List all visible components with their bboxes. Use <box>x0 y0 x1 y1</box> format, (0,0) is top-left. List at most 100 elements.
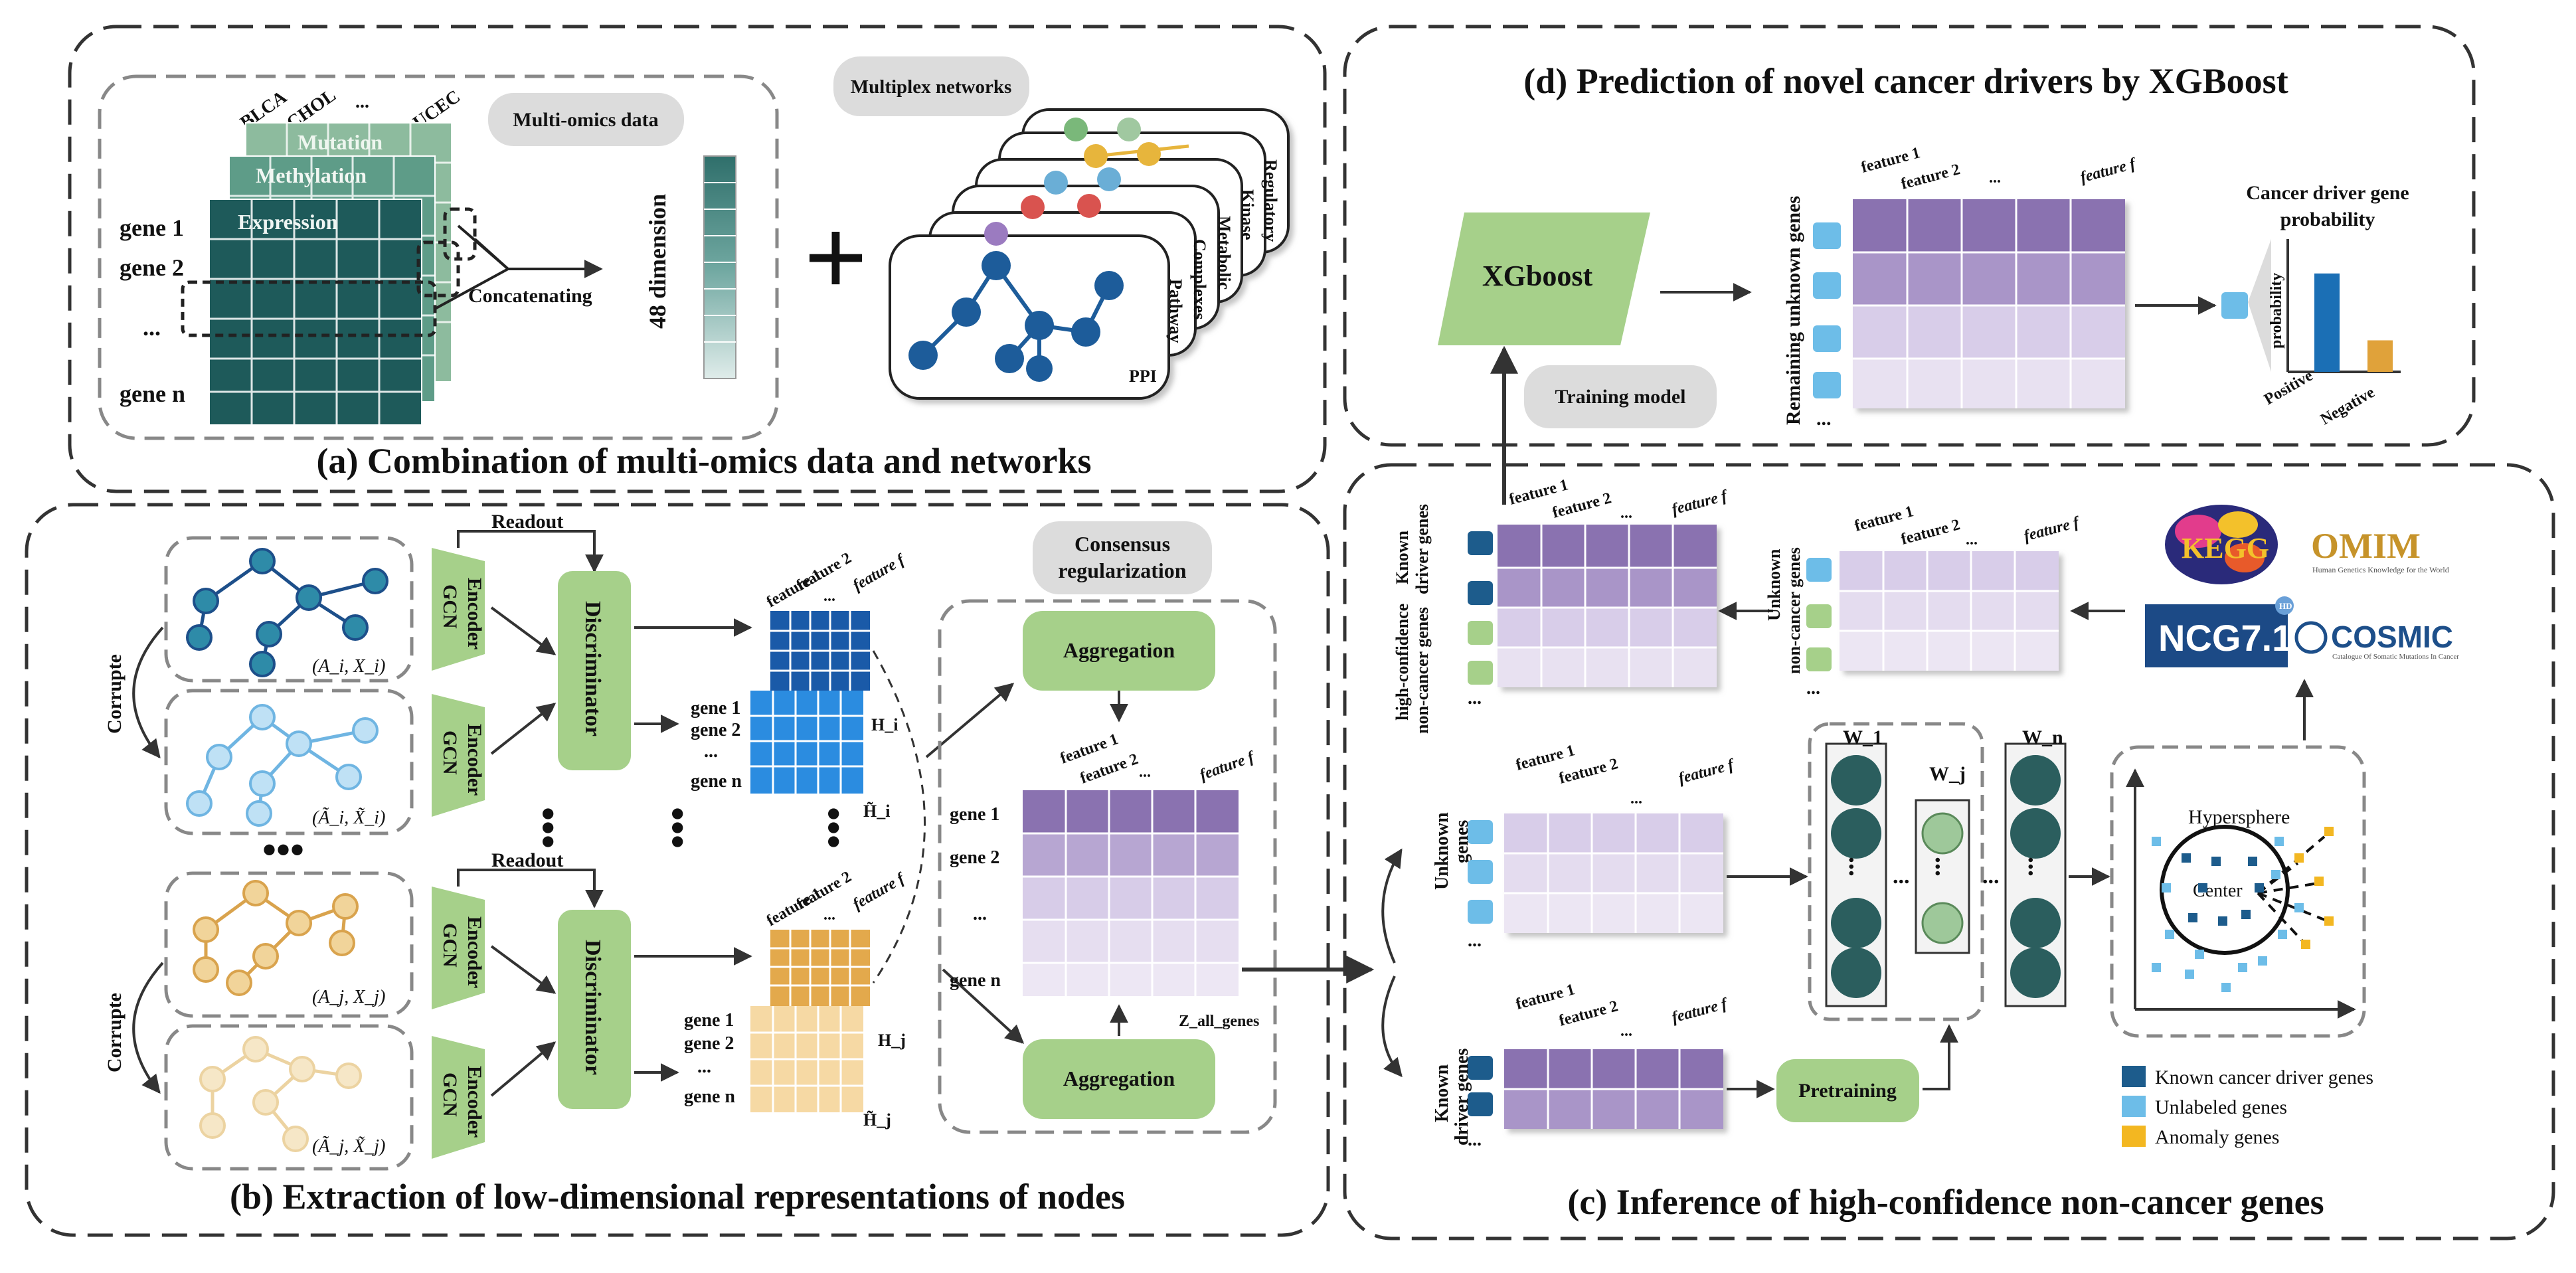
xgboost-label: XGboost <box>1482 260 1593 292</box>
feature-label: feature 2 <box>1899 161 1962 193</box>
feature-label: ... <box>1620 1023 1632 1040</box>
feature-label: feature f <box>850 869 908 913</box>
gene-label: ... <box>973 904 987 924</box>
gene-label: gene 2 <box>684 1033 734 1054</box>
row-group-label: high-confidence <box>1393 604 1412 721</box>
svg-text:HD: HD <box>2279 601 2292 611</box>
gcn-label: GCN <box>439 730 461 775</box>
hi-grid <box>770 611 870 691</box>
graph-box-j <box>164 871 414 1018</box>
multiplex-label: Multiplex networks <box>851 76 1011 98</box>
unknown-noncancer-matrix <box>1840 551 2059 671</box>
row-group-label: Known <box>1393 531 1412 584</box>
legend-label: Unlabeled genes <box>2155 1096 2287 1118</box>
feature-label: feature f <box>2079 155 2138 187</box>
svg-text:KEGG: KEGG <box>2182 532 2269 564</box>
ellipsis: ... <box>1982 864 2000 889</box>
panel-d-title: (d) Prediction of novel cancer drivers b… <box>1523 61 2288 101</box>
aggregation-box <box>1023 611 1215 691</box>
graph-box-i-corrupt <box>164 689 414 835</box>
feature-label: ... <box>823 588 835 605</box>
row-group-label: Unknown <box>1764 549 1784 621</box>
ellipsis-dots: ••• <box>262 828 304 872</box>
feature-label: feature 1 <box>1514 981 1577 1013</box>
feature-label: feature 2 <box>1557 997 1620 1030</box>
panel-b-border <box>25 503 1330 1237</box>
plus-sign: + <box>804 195 868 320</box>
row-markers <box>1806 558 1832 671</box>
feature-label: ... <box>1989 169 2001 187</box>
corrupte-label: Corrupte <box>104 993 126 1072</box>
multiomics-inner-box <box>98 74 779 440</box>
feature-label: ... <box>1620 505 1632 522</box>
gene-label: gene n <box>950 970 1001 991</box>
feature-label: feature f <box>1197 748 1257 784</box>
gene-label: gene n <box>691 771 742 792</box>
row-group-label: Known <box>1432 1064 1452 1122</box>
consensus-label: Consensus <box>1074 532 1170 556</box>
hj-label: H_j <box>878 1031 906 1050</box>
wn-label: W_n <box>2022 726 2063 748</box>
prob-gene-marker <box>2221 292 2248 319</box>
cosmic-logo: COSMIC Catalogue Of Somatic Mutations In… <box>2294 620 2459 661</box>
gene-label: ... <box>704 741 718 762</box>
known-points <box>2182 853 2264 926</box>
encoder-label: Encoder <box>464 578 485 649</box>
row-group-label: non-cancer genes <box>1413 607 1432 734</box>
known-driver-matrix <box>1504 1049 1723 1129</box>
encoder-label: Encoder <box>464 724 485 796</box>
z-grid <box>1023 790 1239 996</box>
gene-label: ... <box>697 1057 711 1077</box>
unknown-genes-matrix <box>1504 813 1723 933</box>
network-label: PPI <box>1129 367 1157 386</box>
ellipsis: ... <box>1468 1130 1482 1150</box>
panel-b-title: (b) Extraction of low-dimensional repres… <box>230 1177 1125 1217</box>
kegg-logo: KEGG <box>2165 505 2278 584</box>
feature-vector <box>703 155 736 379</box>
legend-label: Known cancer driver genes <box>2155 1066 2373 1088</box>
network-label: Kinase <box>1238 189 1257 240</box>
svg-text:OMIM: OMIM <box>2311 526 2421 566</box>
gcn-label: GCN <box>439 1072 461 1117</box>
feature-label: ... <box>823 906 835 924</box>
legend-label: Anomaly genes <box>2155 1126 2279 1148</box>
pretraining-box <box>1776 1059 1919 1122</box>
cancer-type-label: ... <box>355 92 369 112</box>
gene-label: gene 1 <box>691 698 740 719</box>
xgboost-box <box>1438 212 1650 345</box>
feature-label: feature f <box>1670 995 1730 1027</box>
dimension-label: 48 dimension <box>644 194 671 329</box>
ellipsis-dots: ••• <box>526 807 570 849</box>
ellipsis: ... <box>1844 857 1873 877</box>
training-label-box <box>1524 365 1717 428</box>
feature-label: ... <box>1966 531 1978 549</box>
hypersphere-box <box>2110 745 2366 1038</box>
readout-label: Readout <box>491 511 563 533</box>
consensus-label-box <box>1033 521 1212 594</box>
wj-label: W_j <box>1929 763 1966 785</box>
ellipsis: ... <box>1468 688 1482 709</box>
hj-tilde-label: H̃_j <box>863 1110 891 1130</box>
gene-label: gene 1 <box>950 804 999 825</box>
remaining-gene-markers <box>1813 222 1841 398</box>
legend-swatch <box>2122 1096 2146 1117</box>
network-label: Regulatory <box>1261 159 1280 242</box>
graph-j-corrupt <box>199 1036 362 1152</box>
network-label: Pathway <box>1166 279 1185 343</box>
multiplex-label-box <box>833 56 1029 116</box>
omics-layer-expression: Expression <box>209 199 422 426</box>
layer-label: Expression <box>238 210 338 234</box>
hypersphere-label: Hypersphere <box>2188 806 2290 828</box>
readout-label: Readout <box>491 849 563 871</box>
legend-swatch <box>2122 1066 2146 1087</box>
svg-text:Human Genetics Knowledge for t: Human Genetics Knowledge for the World <box>2312 565 2449 574</box>
ellipsis: ... <box>1468 930 1482 951</box>
panel-a-border <box>68 25 1327 493</box>
gene-label: gene n <box>684 1086 735 1107</box>
graph-j-corrupt-label: (Ã_j, X̃_j) <box>312 1136 385 1157</box>
ellipsis: ... <box>1930 857 1960 877</box>
remaining-genes-label: Remaining unknown genes <box>1782 196 1804 425</box>
encoder-label: Encoder <box>464 1066 485 1138</box>
panel-a-title: (a) Combination of multi-omics data and … <box>316 441 1091 481</box>
